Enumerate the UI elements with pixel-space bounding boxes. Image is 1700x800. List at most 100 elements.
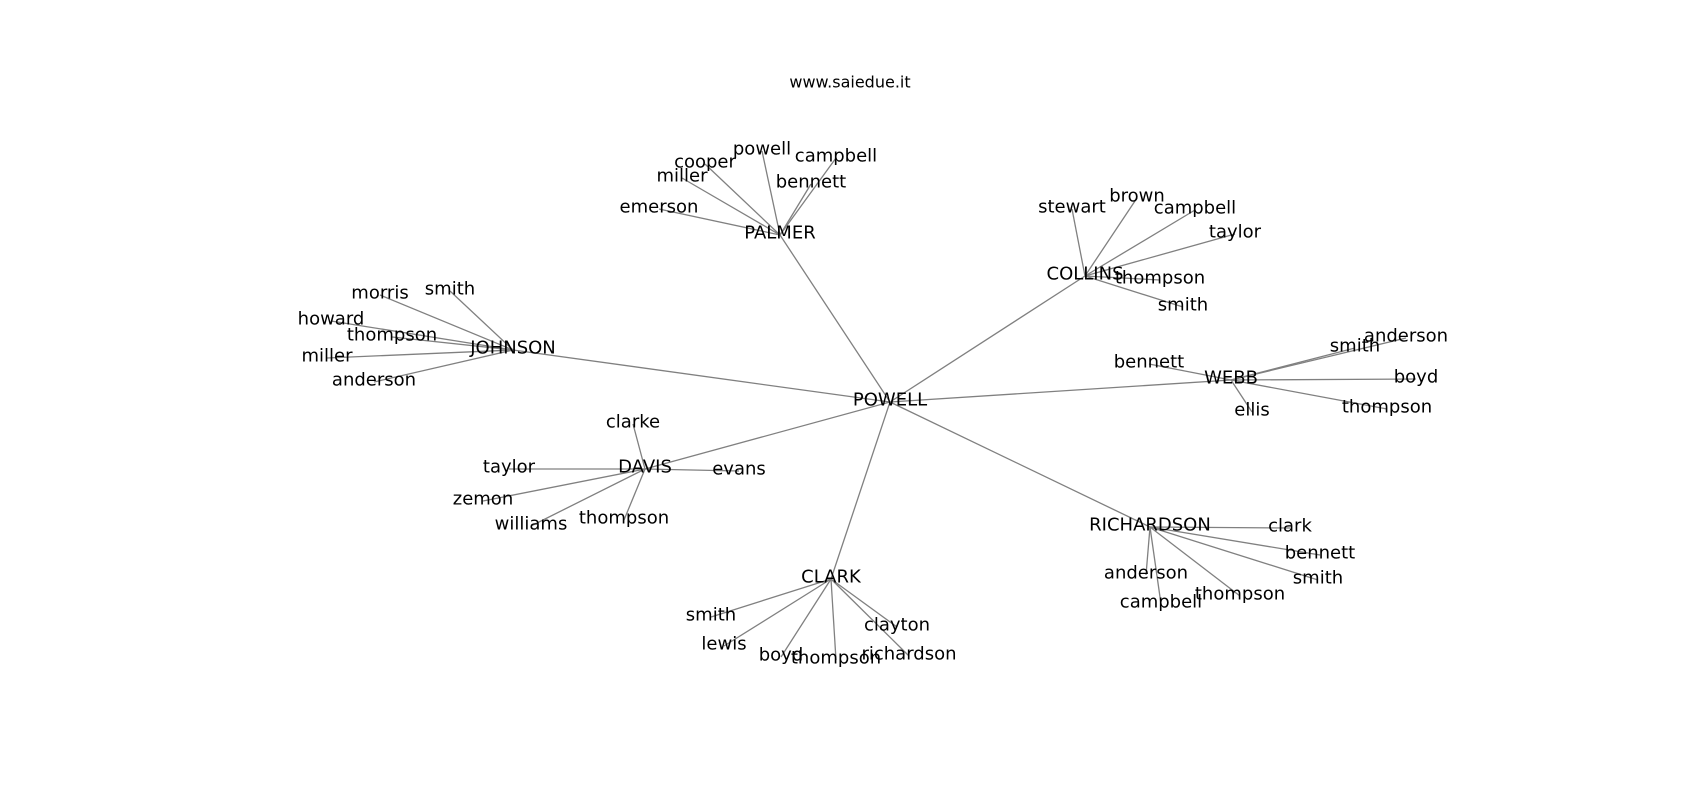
leaf-node-label: thompson bbox=[791, 648, 881, 669]
leaf-node-label: smith bbox=[686, 605, 736, 626]
leaf-node-label: bennett bbox=[1114, 352, 1185, 373]
site-label: www.saiedue.it bbox=[789, 73, 910, 92]
leaf-node-label: smith bbox=[1158, 295, 1208, 316]
leaf-node-label: zemon bbox=[453, 489, 513, 510]
edge-clark-thompson bbox=[830, 578, 837, 661]
leaf-node-label: richardson bbox=[861, 644, 956, 665]
leaf-node-label: thompson bbox=[347, 325, 437, 346]
leaf-node-label: thompson bbox=[1342, 397, 1432, 418]
leaf-node-label: morris bbox=[351, 283, 408, 304]
edge-palmer-miller bbox=[681, 177, 781, 236]
edge-clark-lewis bbox=[723, 578, 832, 647]
leaf-node-label: smith bbox=[1293, 568, 1343, 589]
edge-root-johnson bbox=[512, 349, 891, 403]
edges-layer bbox=[326, 150, 1417, 661]
leaf-node-label: campbell bbox=[795, 146, 877, 167]
leaf-node-label: miller bbox=[656, 166, 708, 187]
leaf-node-label: cooper bbox=[674, 152, 736, 173]
edge-collins-smith bbox=[1084, 275, 1184, 308]
edge-palmer-powell bbox=[761, 150, 781, 236]
leaf-node-label: anderson bbox=[1104, 563, 1188, 584]
edge-root-collins bbox=[889, 275, 1086, 403]
edge-collins-stewart bbox=[1071, 208, 1086, 277]
edge-clark-boyd bbox=[780, 578, 832, 658]
leaf-node-label: emerson bbox=[620, 197, 699, 218]
leaf-node-label: ellis bbox=[1234, 400, 1269, 421]
leaf-node-label: thompson bbox=[1195, 584, 1285, 605]
hub-node-label-johnson: JOHNSON bbox=[469, 338, 556, 359]
leaf-node-label: lewis bbox=[701, 634, 746, 655]
edge-johnson-miller bbox=[326, 349, 514, 359]
leaf-node-label: anderson bbox=[332, 370, 416, 391]
edge-collins-brown bbox=[1084, 197, 1138, 277]
edge-root-palmer bbox=[779, 234, 891, 403]
edge-webb-ellis bbox=[1230, 379, 1253, 413]
edge-palmer-emerson bbox=[658, 208, 781, 236]
leaf-node-label: clark bbox=[1268, 516, 1312, 537]
edge-davis-thompson bbox=[623, 468, 646, 521]
edge-palmer-bennett bbox=[779, 183, 812, 236]
edge-davis-williams bbox=[530, 468, 646, 527]
edge-palmer-cooper bbox=[704, 163, 781, 236]
edge-johnson-smith bbox=[449, 290, 514, 351]
leaf-node-label: williams bbox=[495, 514, 568, 535]
root-node-label: POWELL bbox=[853, 390, 927, 411]
edge-root-webb bbox=[889, 379, 1232, 403]
leaf-node-label: evans bbox=[712, 459, 766, 480]
edge-davis-evans bbox=[644, 468, 740, 472]
leaf-node-label: clarke bbox=[606, 412, 660, 433]
leaf-node-label: bennett bbox=[776, 172, 847, 193]
leaf-node-label: smith bbox=[425, 279, 475, 300]
edge-richardson-thompson bbox=[1149, 526, 1241, 597]
edge-clark-clayton bbox=[830, 578, 898, 628]
edge-palmer-campbell bbox=[779, 157, 837, 236]
edge-webb-boyd bbox=[1230, 378, 1417, 381]
edge-webb-thompson bbox=[1230, 379, 1388, 410]
edge-richardson-bennett bbox=[1149, 526, 1321, 556]
edge-davis-zemon bbox=[482, 468, 646, 502]
hub-node-label-palmer: PALMER bbox=[744, 223, 815, 244]
edge-root-clark bbox=[830, 401, 891, 580]
edge-richardson-clark bbox=[1149, 526, 1291, 529]
edge-davis-clarke bbox=[632, 423, 646, 470]
edge-clark-richardson bbox=[830, 578, 910, 657]
hub-node-label-richardson: RICHARDSON bbox=[1089, 515, 1211, 536]
leaf-node-label: brown bbox=[1109, 186, 1165, 207]
leaf-node-label: boyd bbox=[1394, 367, 1439, 388]
edge-clark-smith bbox=[710, 578, 832, 618]
edge-richardson-anderson bbox=[1145, 526, 1151, 576]
hub-node-label-davis: DAVIS bbox=[618, 457, 672, 478]
edge-webb-smith bbox=[1230, 347, 1356, 381]
edge-root-davis bbox=[644, 401, 891, 470]
edge-richardson-campbell bbox=[1149, 526, 1162, 605]
leaf-node-label: taylor bbox=[1209, 222, 1262, 243]
hub-node-label-clark: CLARK bbox=[801, 567, 862, 588]
leaf-node-label: clayton bbox=[864, 615, 930, 636]
leaf-node-label: taylor bbox=[483, 457, 536, 478]
hub-node-label-collins: COLLINS bbox=[1047, 264, 1124, 285]
leaf-node-label: thompson bbox=[579, 508, 669, 529]
leaf-node-label: stewart bbox=[1038, 197, 1106, 218]
leaf-node-label: campbell bbox=[1154, 198, 1236, 219]
leaf-node-label: anderson bbox=[1364, 326, 1448, 347]
leaf-node-label: boyd bbox=[759, 645, 804, 666]
edge-root-richardson bbox=[889, 401, 1151, 528]
leaf-node-label: campbell bbox=[1120, 592, 1202, 613]
leaf-node-label: thompson bbox=[1115, 268, 1205, 289]
leaf-node-label: smith bbox=[1330, 336, 1380, 357]
edge-collins-thompson bbox=[1084, 275, 1161, 281]
leaf-node-label: miller bbox=[301, 346, 353, 367]
leaf-node-label: bennett bbox=[1285, 543, 1356, 564]
edge-johnson-morris bbox=[379, 294, 514, 351]
edge-johnson-howard bbox=[330, 320, 514, 351]
leaf-node-label: howard bbox=[298, 309, 365, 330]
edge-collins-campbell bbox=[1084, 209, 1196, 277]
edge-collins-taylor bbox=[1084, 233, 1236, 277]
edge-webb-bennett bbox=[1148, 363, 1232, 381]
edge-johnson-anderson bbox=[373, 349, 514, 383]
hub-node-label-webb: WEBB bbox=[1204, 368, 1258, 389]
leaf-node-label: powell bbox=[733, 139, 791, 160]
edge-richardson-smith bbox=[1149, 526, 1319, 581]
